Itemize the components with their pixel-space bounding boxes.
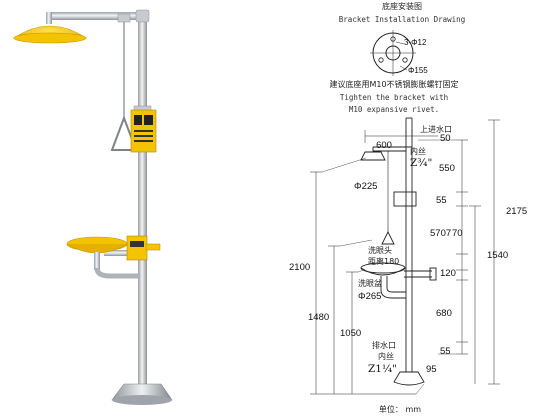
top-elbow	[135, 9, 150, 23]
dim-bowl-dia: Φ265	[358, 291, 381, 302]
eyewash-drain-bend	[94, 267, 140, 279]
dim-bowl-cn: 洗眼盆	[358, 278, 382, 288]
dim-outlet-size: Z1¼"	[368, 363, 397, 375]
base-drawing	[393, 371, 425, 386]
dim-55-bottom: 55	[440, 346, 451, 357]
dim-height-2100: 2100	[289, 262, 310, 273]
eyewash-sign	[126, 235, 148, 261]
bracket-hole	[378, 57, 384, 63]
dim-height-2175: 2175	[506, 206, 527, 217]
eyewash-push-handle	[145, 243, 161, 251]
dim-120: 120	[440, 268, 456, 279]
dim-95: 95	[426, 364, 437, 375]
dim-distance-cn-2: 距离180	[368, 256, 399, 266]
main-pipe	[138, 18, 147, 384]
dim-55-top: 55	[436, 195, 447, 206]
top-arm	[48, 12, 147, 20]
bracket-title-en: Bracket Installation Drawing	[339, 15, 465, 24]
dim-arm-length: 600	[376, 140, 392, 151]
bracket-title-cn: 底座安装图	[382, 1, 422, 11]
dim-outlet-cn: 排水口	[372, 340, 396, 350]
pull-handle	[110, 115, 138, 151]
eyewash-drain	[94, 252, 100, 270]
bracket-holes-label: 3-Φ12	[404, 38, 427, 47]
pull-rod-bracket	[117, 13, 131, 23]
dim-distance-cn-1: 洗眼头	[368, 245, 392, 255]
dim-70: 70	[452, 228, 463, 239]
dim-5707: 5707	[430, 228, 451, 239]
bracket-drawing	[370, 30, 416, 76]
dim-680: 680	[436, 308, 452, 319]
station-render	[13, 9, 173, 405]
dim-inlet-size: Z¾"	[410, 157, 432, 169]
dim-height-1480: 1480	[308, 312, 329, 323]
bracket-note-cn: 建议底座用M10不锈钢膨胀螺钉固定	[329, 79, 458, 89]
bracket-diameter-label: Φ155	[408, 66, 428, 75]
eyewash-arm	[104, 250, 144, 256]
dim-height-1050: 1050	[340, 328, 361, 339]
shower-head-neck	[46, 12, 52, 24]
unit-label: 单位： mm	[379, 404, 421, 414]
dim-outlet-thread-cn: 内丝	[378, 351, 394, 361]
bracket-note-en-2: M10 expansive rivet.	[349, 105, 439, 114]
dim-thread-cn: 内丝	[410, 146, 426, 156]
bracket-note-en-1: Tighten the bracket with	[340, 93, 448, 102]
shower-head-rim	[13, 32, 87, 44]
dim-height-1540: 1540	[487, 250, 508, 261]
dimension-drawing	[310, 117, 500, 395]
drain-bend-drawing	[380, 276, 406, 299]
bracket-hole	[402, 57, 408, 63]
dim-head-dia: Φ225	[354, 181, 377, 192]
dim-offset-50: 50	[440, 133, 451, 144]
dim-550: 550	[439, 163, 455, 174]
valve-box-drawing	[393, 191, 417, 207]
dim-inlet-cn: 上进水口	[420, 124, 452, 134]
shower-head-drawing	[360, 151, 386, 161]
